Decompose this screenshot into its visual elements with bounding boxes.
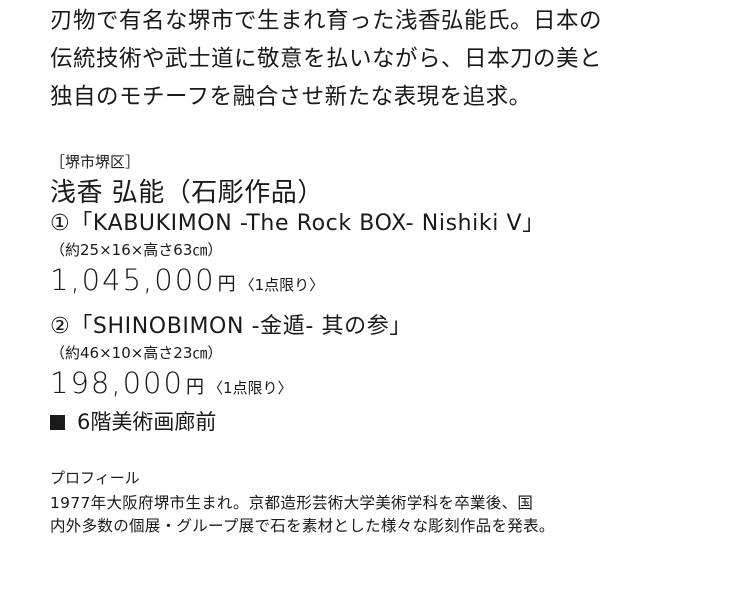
- artwork-title: ②「SHINOBIMON -金遁- 其の参」: [50, 314, 412, 339]
- artist-name: 浅香 弘能（石彫作品）: [50, 178, 324, 208]
- black-square-icon: [50, 414, 65, 430]
- artwork-title: ①「KABUKIMON -The Rock BOX- Nishiki V」: [50, 211, 545, 236]
- artwork-dimensions: （約25×16×高さ63㎝）: [50, 241, 223, 259]
- artwork-entry: ①「KABUKIMON -The Rock BOX- Nishiki V」 （約…: [50, 210, 740, 303]
- profile-line: 内外多数の個展・グループ展で石を素材とした様々な彫刻作品を発表。: [50, 517, 555, 535]
- price-unit: 円: [185, 377, 204, 398]
- document: 刃物で有名な堺市で生まれ育った浅香弘能氏。日本の 伝統技術や武士道に敬意を払いな…: [50, 0, 740, 538]
- intro-line: 独自のモチーフを融合させ新たな表現を追求。: [50, 84, 532, 110]
- artwork-entry: ②「SHINOBIMON -金遁- 其の参」 （約46×10×高さ23㎝） 19…: [50, 313, 740, 406]
- profile-line: 1977年大阪府堺市生まれ。京都造形芸術大学美術学科を卒業後、国: [50, 494, 534, 512]
- price-value: 198,000: [50, 366, 184, 400]
- location: 6階美術画廊前: [50, 408, 740, 436]
- artwork-dimensions: （約46×10×高さ23㎝）: [50, 344, 223, 362]
- price-value: 1,045,000: [50, 263, 216, 297]
- intro-paragraph: 刃物で有名な堺市で生まれ育った浅香弘能氏。日本の 伝統技術や武士道に敬意を払いな…: [50, 0, 740, 116]
- price-note: 〈1点限り〉: [239, 276, 325, 294]
- location-label: 6階美術画廊前: [77, 410, 217, 434]
- district-label: ［堺市堺区］: [50, 153, 141, 171]
- price-note: 〈1点限り〉: [207, 379, 293, 397]
- profile-body: 1977年大阪府堺市生まれ。京都造形芸術大学美術学科を卒業後、国 内外多数の個展…: [50, 492, 740, 538]
- profile-heading: プロフィール: [50, 469, 140, 487]
- intro-line: 刃物で有名な堺市で生まれ育った浅香弘能氏。日本の: [50, 8, 603, 34]
- intro-line: 伝統技術や武士道に敬意を払いながら、日本刀の美と: [50, 46, 603, 72]
- price-unit: 円: [217, 274, 236, 295]
